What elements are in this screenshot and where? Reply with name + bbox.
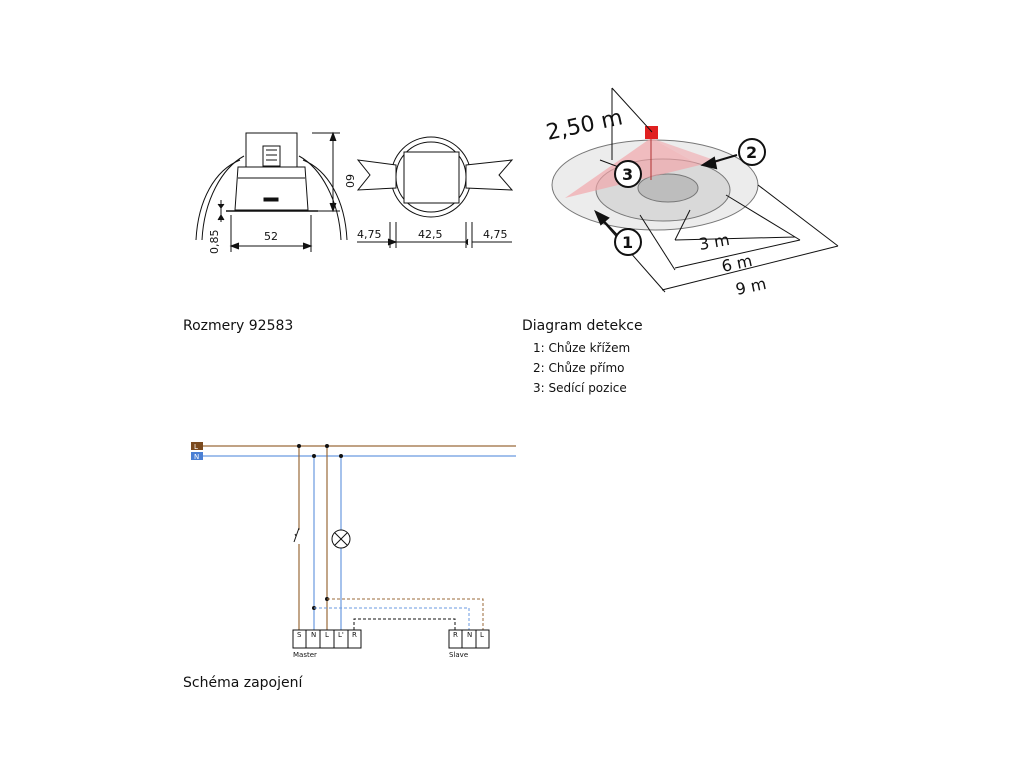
slave-terminal-N: N [467, 631, 472, 639]
dim-gap-right-label: 4,75 [483, 228, 508, 241]
master-label: Master [293, 651, 317, 659]
master-terminal-N: N [311, 631, 316, 639]
legend-item-1: 1: Chůze křížem [533, 341, 631, 355]
slave-terminal-R: R [453, 631, 458, 639]
legend-item-2: 2: Chůze přímo [533, 361, 625, 375]
line-L-badge [191, 442, 203, 450]
dim-gap-left-label: 4,75 [357, 228, 382, 241]
svg-text:1: 1 [622, 233, 633, 252]
marker-2: 2 [738, 138, 766, 166]
master-terminal-S: S [297, 631, 302, 639]
detection-caption: Diagram detekce [522, 318, 643, 334]
sensor-marker [645, 126, 658, 139]
slave-terminal-block [448, 629, 490, 649]
slave-label: Slave [449, 651, 468, 659]
master-terminal-Lp: L' [338, 631, 344, 639]
side-view [195, 131, 348, 252]
wiring-caption: Schéma zapojení [183, 675, 303, 691]
marker-1: 1 [614, 228, 642, 256]
dim-thickness-label: 0,85 [208, 230, 221, 255]
svg-text:3: 3 [622, 165, 633, 184]
svg-text:2: 2 [746, 143, 757, 162]
dim-inner-label: 42,5 [418, 228, 443, 241]
marker-3: 3 [614, 160, 642, 188]
slave-terminal-L: L [480, 631, 484, 639]
detection-legend: 1: Chůze křížem 2: Chůze přímo 3: Sedící… [533, 338, 630, 398]
master-terminal-R: R [352, 631, 357, 639]
master-terminal-L: L [325, 631, 329, 639]
line-N-badge [191, 452, 203, 460]
svg-text:N: N [194, 453, 199, 461]
legend-item-3: 3: Sedící pozice [533, 381, 627, 395]
svg-text:L: L [194, 443, 198, 451]
master-terminal-block [292, 629, 362, 649]
dim-width-label: 52 [264, 230, 278, 243]
top-view [356, 136, 514, 248]
dim-height-label: 60 [343, 174, 356, 188]
dimensions-caption: Rozmery 92583 [183, 318, 294, 334]
